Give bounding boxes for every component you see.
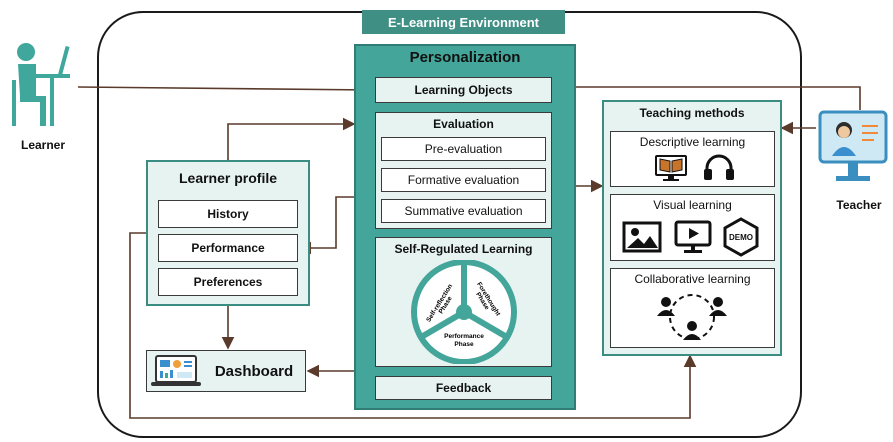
descriptive-learning-box: [610, 131, 775, 187]
book-monitor-icon: [654, 154, 688, 182]
pre-evaluation-box: Pre-evaluation: [381, 137, 546, 161]
teaching-methods-title: Teaching methods: [639, 106, 745, 120]
evaluation-title: Evaluation: [433, 117, 494, 131]
learner-profile-title: Learner profile: [178, 170, 278, 186]
demo-badge-icon: [722, 217, 760, 257]
history-box: History: [158, 200, 298, 228]
learner-label: Learner: [20, 138, 66, 152]
formative-evaluation-box: Formative evaluation: [381, 168, 546, 192]
preferences-box: Preferences: [158, 268, 298, 296]
learner-icon: [6, 40, 86, 135]
teacher-icon: [818, 110, 890, 188]
collaborative-learning-label: Collaborative learning: [634, 272, 751, 286]
dashboard-laptop-icon: [150, 354, 202, 388]
visual-learning-label: Visual learning: [653, 198, 732, 212]
profile-eval-arrow: [221, 117, 356, 172]
personalization-title: Personalization: [409, 48, 521, 66]
video-monitor-icon: [673, 220, 713, 254]
feedback-box: Feedback: [375, 376, 552, 400]
headphones-icon: [702, 154, 736, 182]
group-people-icon: [654, 290, 730, 344]
srl-title: Self-Regulated Learning: [394, 242, 533, 256]
dashboard-label: Dashboard: [214, 362, 294, 380]
learning-objects-box: Learning Objects: [375, 77, 552, 103]
descriptive-learning-label: Descriptive learning: [639, 135, 746, 149]
learner-arrow: [77, 83, 374, 97]
teacher-label: Teacher: [836, 198, 882, 212]
svg-text:Phase: Phase: [454, 341, 474, 348]
performance-phase-label: Performance: [444, 333, 484, 340]
image-icon: [622, 221, 662, 253]
environment-title: E-Learning Environment: [362, 10, 565, 34]
summative-evaluation-box: Summative evaluation: [381, 199, 546, 223]
demo-badge-label: DEMO: [729, 232, 753, 242]
srl-cycle: Self-reflection Phase Forethought Phase …: [410, 259, 518, 365]
performance-box: Performance: [158, 234, 298, 262]
